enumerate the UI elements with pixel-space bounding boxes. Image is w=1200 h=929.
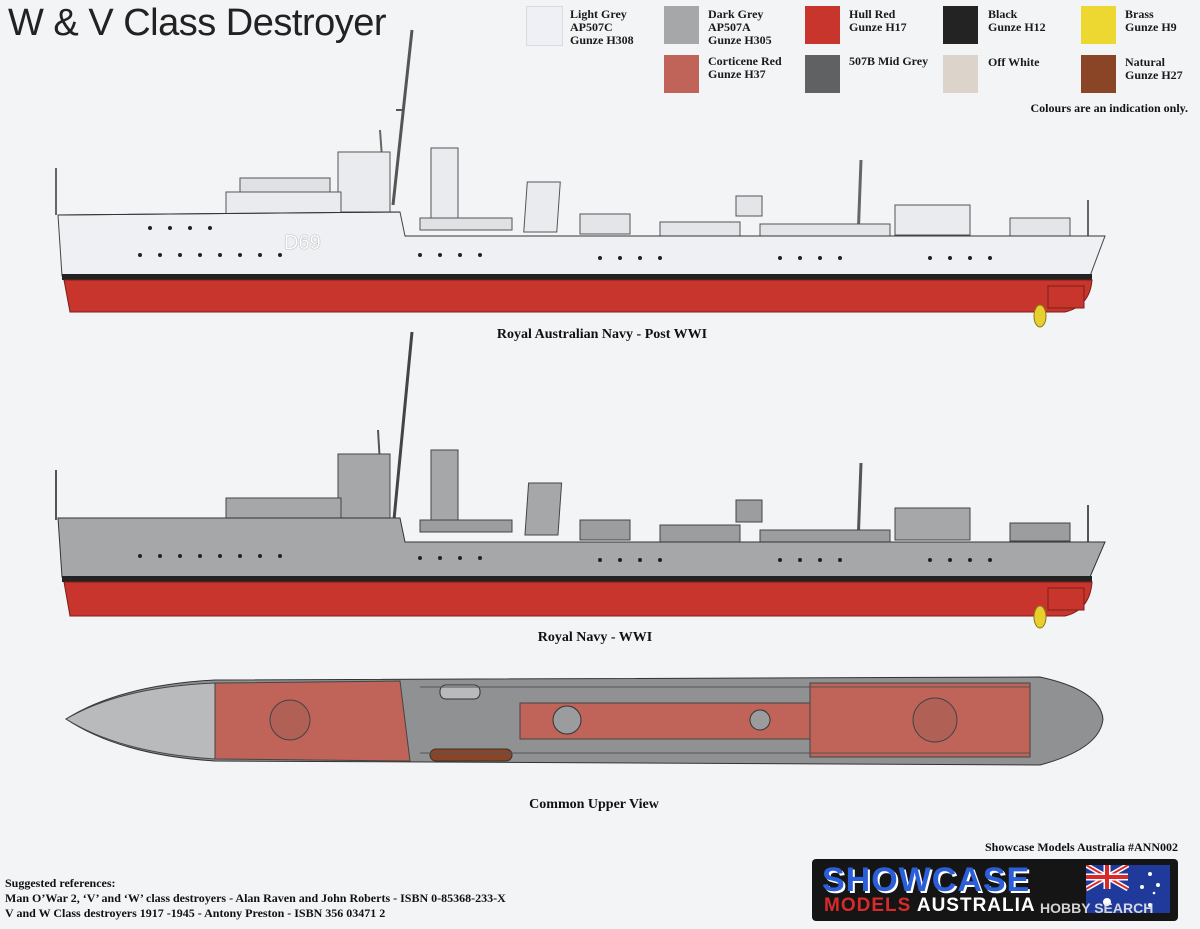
swatch-label-dark-grey: Dark Grey AP507A Gunze H305 bbox=[708, 7, 772, 47]
caption-rn: Royal Navy - WWI bbox=[537, 630, 653, 645]
colour-disclaimer: Colours are an indication only. bbox=[1030, 101, 1188, 115]
page-title: W & V Class Destroyer bbox=[8, 2, 387, 44]
swatch-natural bbox=[1081, 55, 1116, 93]
swatch-hull-red bbox=[805, 6, 840, 44]
caption-upper: Common Upper View bbox=[529, 797, 659, 812]
ship-profile-rn bbox=[55, 331, 1106, 629]
swatch-label-hull-red: Hull Red Gunze H17 bbox=[849, 7, 907, 34]
reference-1: Man O’War 2, ‘V’ and ‘W’ class destroyer… bbox=[5, 891, 506, 905]
reference-2: V and W Class destroyers 1917 -1945 - An… bbox=[5, 906, 386, 920]
australian-flag-icon bbox=[1086, 865, 1170, 913]
swatch-label-brass: Brass Gunze H9 bbox=[1125, 7, 1177, 34]
ship-upper-view bbox=[65, 676, 1104, 766]
swatch-dark-grey bbox=[664, 6, 699, 44]
references-heading: Suggested references: bbox=[5, 876, 116, 890]
swatch-brass bbox=[1081, 6, 1116, 44]
swatch-label-mid-grey: 507B Mid Grey bbox=[849, 54, 929, 68]
swatch-label-off-white: Off White bbox=[988, 55, 1040, 69]
swatch-label-black: Black Gunze H12 bbox=[988, 7, 1046, 34]
brand-logo: SHOWCASE MODELS AUSTRALIA bbox=[812, 859, 1178, 921]
swatch-label-natural: Natural Gunze H27 bbox=[1125, 55, 1183, 82]
swatch-corticene-red bbox=[664, 55, 699, 93]
ship-profile-ran bbox=[55, 29, 1106, 328]
references: Suggested references: Man O’War 2, ‘V’ a… bbox=[5, 876, 506, 921]
swatch-label-light-grey: Light Grey AP507C Gunze H308 bbox=[570, 7, 634, 47]
swatch-mid-grey bbox=[805, 55, 840, 93]
pennant-number: D69 bbox=[284, 232, 321, 254]
watermark: HOBBY SEARCH bbox=[1040, 900, 1154, 916]
swatch-off-white bbox=[943, 55, 978, 93]
product-code: Showcase Models Australia #ANN002 bbox=[984, 840, 1178, 854]
logo-line1: SHOWCASE bbox=[822, 861, 1031, 899]
swatch-black bbox=[943, 6, 978, 44]
logo-line2: MODELS AUSTRALIA bbox=[824, 895, 1036, 916]
swatch-label-corticene-red: Corticene Red Gunze H37 bbox=[708, 54, 782, 81]
swatch-light-grey bbox=[526, 6, 563, 46]
caption-ran: Royal Australian Navy - Post WWI bbox=[496, 327, 708, 342]
